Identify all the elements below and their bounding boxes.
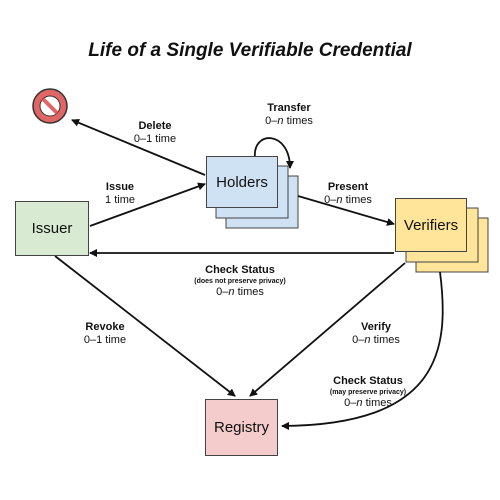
verify-label: Verify 0–n times	[352, 321, 400, 346]
check-status-arrow-registry	[281, 271, 444, 430]
transfer-label: Transfer 0–n times	[265, 102, 313, 127]
present-label: Present 0–n times	[324, 181, 372, 206]
no-entry-icon	[32, 88, 68, 124]
verify-arrow	[249, 262, 406, 397]
issuer-node: Issuer	[15, 201, 89, 256]
check-status-label-registry: Check Status (may preserve privacy) 0–n …	[329, 375, 407, 409]
registry-node: Registry	[205, 399, 278, 456]
diagram-title: Life of a Single Verifiable Credential	[88, 40, 412, 61]
issue-label: Issue 1 time	[105, 181, 135, 206]
revoke-arrow	[54, 255, 236, 397]
delete-arrow	[71, 118, 206, 176]
delete-label: Delete 0–1 time	[133, 120, 177, 145]
check-status-label-issuer: Check Status (does not preserve privacy)…	[194, 264, 286, 298]
issue-arrow	[89, 182, 206, 227]
verifiers-node: Verifiers	[395, 198, 467, 252]
present-arrow	[297, 195, 395, 226]
transfer-arrow	[254, 137, 294, 169]
holders-node: Holders	[206, 156, 278, 208]
revoke-label: Revoke 0–1 time	[83, 321, 127, 346]
